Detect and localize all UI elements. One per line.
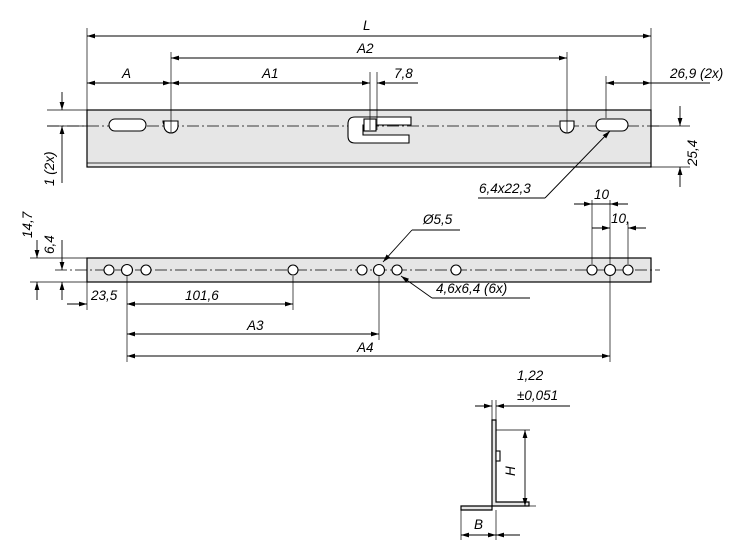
dim-A3: A3	[246, 318, 264, 333]
dim-10-a: 10	[594, 187, 610, 202]
dim-23-5: 23,5	[90, 288, 118, 303]
dim-101-6: 101,6	[185, 288, 219, 303]
dim-1-2x: 1 (2x)	[42, 151, 57, 186]
dim-A: A	[121, 66, 131, 81]
left-slot	[108, 118, 147, 132]
dim-L: L	[363, 18, 371, 33]
front-view: 14,7 6,4 10 10, Ø5,5 23,5 101,6 4,6x6,4 …	[20, 187, 660, 362]
dim-25-4: 25,4	[685, 140, 700, 167]
angle-profile	[491, 419, 530, 507]
dim-A4: A4	[356, 340, 374, 355]
dim-A2: A2	[356, 41, 374, 56]
dim-1-22: 1,22	[517, 368, 544, 383]
dim-26-9: 26,9 (2x)	[669, 66, 723, 81]
dim-14-7: 14,7	[20, 211, 35, 238]
strip-holes	[103, 263, 634, 277]
top-view: L A2 A A1 7,8 26,9 (2x) 25,4 1 (2x) 6,4x…	[42, 18, 723, 199]
dim-A1: A1	[261, 66, 279, 81]
section-view: 1,22 ±0,051 H B	[460, 368, 570, 540]
dim-H: H	[503, 466, 518, 476]
dim-4-6x6-4: 4,6x6,4 (6x)	[436, 281, 507, 296]
dim-dia-5-5: Ø5,5	[422, 212, 453, 227]
dim-6-4: 6,4	[42, 235, 57, 254]
dim-B: B	[474, 517, 483, 532]
dim-7-8: 7,8	[394, 66, 413, 81]
dim-10-b: 10,	[611, 211, 630, 226]
right-slot	[595, 118, 629, 132]
dim-tolerance: ±0,051	[517, 388, 558, 403]
dim-6-4x22-3: 6,4x22,3	[479, 181, 531, 196]
